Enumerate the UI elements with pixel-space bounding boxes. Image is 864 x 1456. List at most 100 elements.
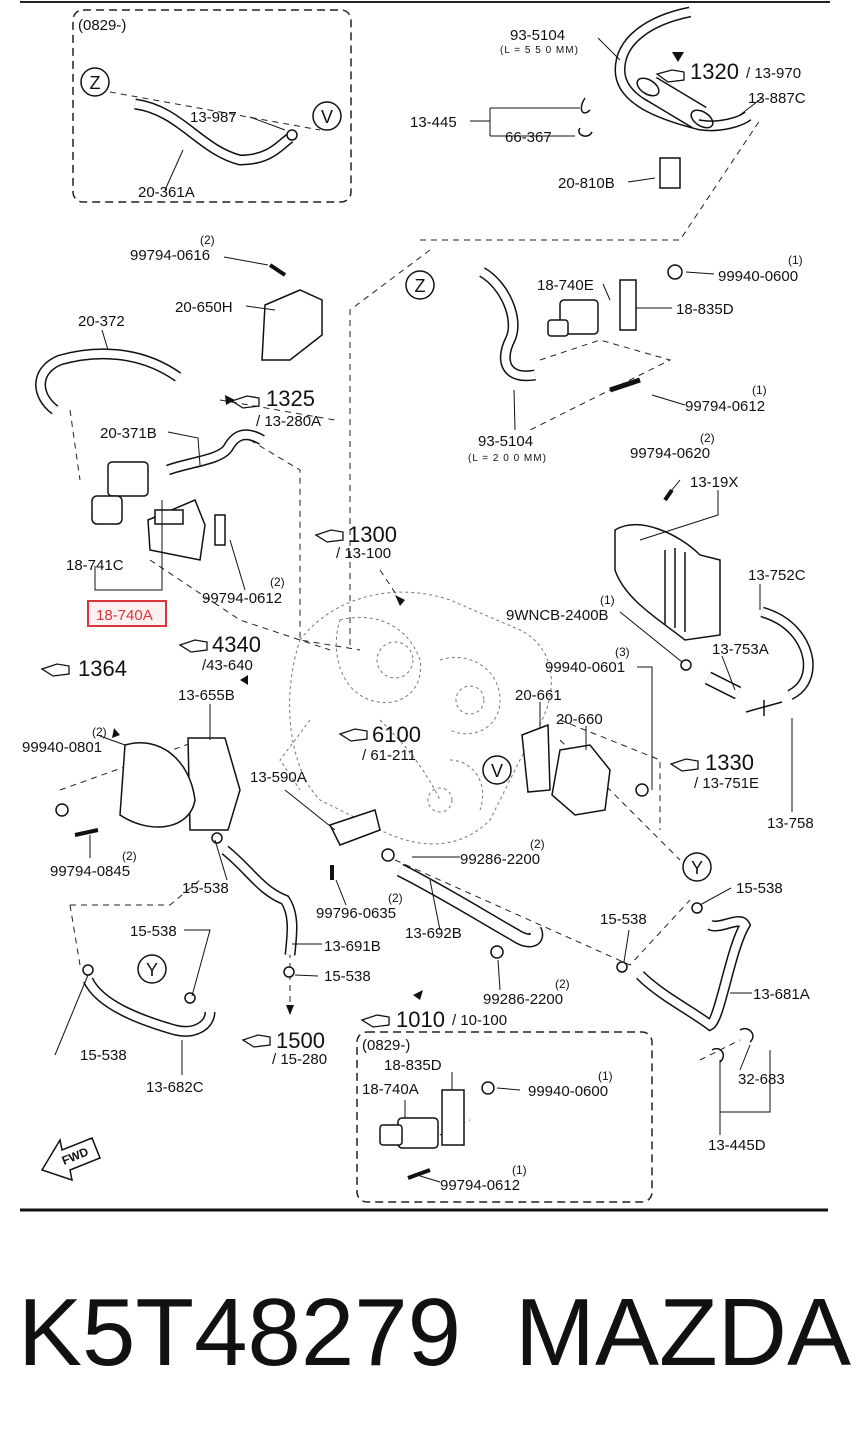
label-18-741c: 18-741C bbox=[66, 557, 124, 574]
label-66-367: 66-367 bbox=[505, 129, 552, 146]
label-13-445d: 13-445D bbox=[708, 1137, 766, 1154]
circle-markers bbox=[80, 67, 712, 984]
label-13-753a: 13-753A bbox=[712, 641, 769, 658]
label-13-590a: 13-590A bbox=[250, 769, 307, 786]
label-13-970: / 13-970 bbox=[746, 65, 801, 82]
pointer-hand-icon bbox=[314, 529, 344, 543]
forward-arrow-icon: FWD bbox=[40, 1137, 101, 1182]
label-61-211: / 61-211 bbox=[362, 747, 416, 764]
qty-99794-0612-mid: (2) bbox=[270, 575, 285, 589]
label-32-683: 32-683 bbox=[738, 1071, 785, 1088]
brand-name: MAZDA bbox=[515, 1279, 851, 1386]
part-labels: 13-987 20-361A 93-5104 (L = 5 5 0 MM) 13… bbox=[22, 27, 814, 1194]
label-93-5104-long: 93-5104 bbox=[510, 27, 565, 44]
label-13-280a: / 13-280A bbox=[256, 413, 321, 430]
qty-99940-0600-bottom: (1) bbox=[598, 1069, 613, 1083]
marker-z-mid bbox=[405, 270, 435, 300]
label-18-740a-bottom: 18-740A bbox=[362, 1081, 419, 1098]
qty-99940-0801: (2) bbox=[92, 725, 107, 739]
label-1500: 1500 bbox=[276, 1028, 325, 1053]
highlighted-part-18-740a[interactable]: 18-740A bbox=[87, 600, 167, 627]
marker-y-right bbox=[682, 852, 712, 882]
marker-y-left bbox=[137, 954, 167, 984]
label-15-538-d: 15-538 bbox=[130, 923, 177, 940]
marker-v-mid bbox=[482, 755, 512, 785]
marker-v-top bbox=[312, 101, 342, 131]
qty-99794-0612-bottom: (1) bbox=[512, 1163, 527, 1177]
pointer-hand-icon bbox=[669, 758, 699, 772]
highlight-box bbox=[87, 600, 167, 627]
top-left-group-box bbox=[72, 9, 352, 203]
pointer-hand-icon bbox=[338, 728, 368, 742]
pointer-hand-icon bbox=[360, 1014, 390, 1028]
label-20-650h: 20-650H bbox=[175, 299, 233, 316]
label-18-740a-highlighted: 18-740A bbox=[96, 607, 153, 624]
label-13-752c: 13-752C bbox=[748, 567, 806, 584]
label-1320: 1320 bbox=[690, 59, 739, 84]
label-1330: 1330 bbox=[705, 750, 754, 775]
label-99940-0600-bottom: 99940-0600 bbox=[528, 1083, 608, 1100]
label-99794-0612-bottom: 99794-0612 bbox=[440, 1177, 520, 1194]
circle-marker-letters: Z V Z V Y Y bbox=[90, 73, 704, 980]
label-15-538-b: 15-538 bbox=[736, 880, 783, 897]
label-93-5104-short: 93-5104 bbox=[478, 433, 533, 450]
label-9wncb-2400b: 9WNCB-2400B bbox=[506, 607, 609, 624]
qty-99794-0616: (2) bbox=[200, 233, 215, 247]
label-1300: 1300 bbox=[348, 522, 397, 547]
intake-manifold bbox=[279, 591, 552, 845]
label-99796-0635: 99796-0635 bbox=[316, 905, 396, 922]
qty-99286-2200-b: (2) bbox=[555, 977, 570, 991]
label-13-692b: 13-692B bbox=[405, 925, 462, 942]
label-20-810b: 20-810B bbox=[558, 175, 615, 192]
label-99286-2200-a: 99286-2200 bbox=[460, 851, 540, 868]
parts-diagram: FWD Z V Z V Y Y (0829-) (0829-) 13-987 2… bbox=[20, 1, 830, 1212]
label-13-681a: 13-681A bbox=[753, 986, 810, 1003]
components bbox=[35, 6, 814, 1180]
pointer-hand-icons bbox=[40, 69, 699, 1048]
label-18-835d-bottom: 18-835D bbox=[384, 1057, 442, 1074]
label-99940-0600-top: 99940-0600 bbox=[718, 268, 798, 285]
marker-y-right-letter: Y bbox=[691, 858, 703, 878]
label-13-19x: 13-19X bbox=[690, 474, 738, 491]
label-13-445: 13-445 bbox=[410, 114, 457, 131]
label-99940-0801: 99940-0801 bbox=[22, 739, 102, 756]
label-99794-0845: 99794-0845 bbox=[50, 863, 130, 880]
label-13-691b: 13-691B bbox=[324, 938, 381, 955]
label-99794-0612-mid: 99794-0612 bbox=[202, 590, 282, 607]
label-99794-0616: 99794-0616 bbox=[130, 247, 210, 264]
label-20-371b: 20-371B bbox=[100, 425, 157, 442]
qty-99794-0845: (2) bbox=[122, 849, 137, 863]
qty-99794-0620: (2) bbox=[700, 431, 715, 445]
label-10-100: / 10-100 bbox=[452, 1012, 507, 1029]
label-13-751e: / 13-751E bbox=[694, 775, 759, 792]
marker-y-left-letter: Y bbox=[146, 960, 158, 980]
marker-z-top-letter: Z bbox=[90, 73, 101, 93]
group-boxes bbox=[72, 9, 653, 1203]
qty-99940-0600-top: (1) bbox=[788, 253, 803, 267]
qty-99794-0612-top: (1) bbox=[752, 383, 767, 397]
label-4340: 4340 bbox=[212, 632, 261, 657]
label-18-740e: 18-740E bbox=[537, 277, 594, 294]
label-99794-0620: 99794-0620 bbox=[630, 445, 710, 462]
label-20-661: 20-661 bbox=[515, 687, 562, 704]
marker-v-mid-letter: V bbox=[491, 761, 503, 781]
pointer-hand-icon bbox=[230, 395, 260, 409]
group-top-left-header: (0829-) bbox=[78, 17, 126, 34]
label-length-550: (L = 5 5 0 MM) bbox=[500, 45, 579, 56]
qty-99940-0601: (3) bbox=[615, 645, 630, 659]
label-15-538-c: 15-538 bbox=[600, 911, 647, 928]
caption: K5T48279 MAZDA bbox=[0, 1285, 864, 1405]
label-1364: 1364 bbox=[78, 656, 127, 681]
label-20-361a: 20-361A bbox=[138, 184, 195, 201]
label-13-655b: 13-655B bbox=[178, 687, 235, 704]
label-99286-2200-b: 99286-2200 bbox=[483, 991, 563, 1008]
label-15-538-f: 15-538 bbox=[80, 1047, 127, 1064]
qty-99796-0635: (2) bbox=[388, 891, 403, 905]
label-length-200: (L = 2 0 0 MM) bbox=[468, 453, 547, 464]
label-20-660: 20-660 bbox=[556, 711, 603, 728]
label-13-682c: 13-682C bbox=[146, 1079, 204, 1096]
direction-arrows bbox=[112, 52, 684, 1015]
pointer-hand-icon bbox=[40, 663, 70, 677]
label-99794-0612-top: 99794-0612 bbox=[685, 398, 765, 415]
group-bottom-header: (0829-) bbox=[362, 1037, 410, 1054]
